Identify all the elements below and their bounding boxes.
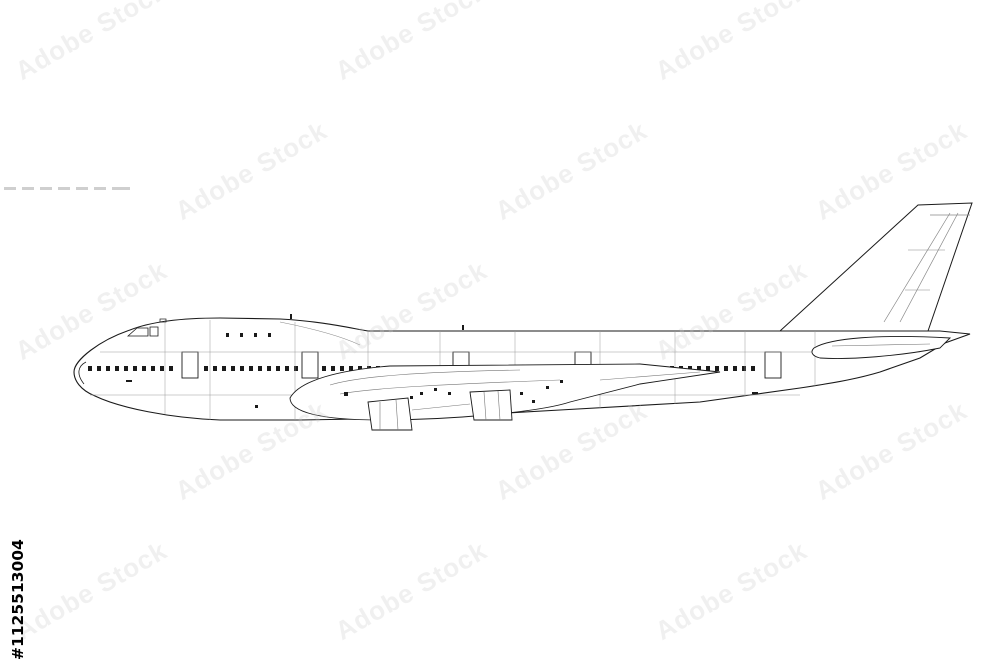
wing-details <box>344 380 563 403</box>
cabin-window <box>151 366 155 371</box>
cabin-window <box>222 366 226 371</box>
cabin-window <box>124 366 128 371</box>
cabin-window <box>142 366 146 371</box>
tail-fin <box>778 202 973 332</box>
cabin-window <box>322 366 326 371</box>
cabin-window <box>697 366 701 371</box>
cabin-window <box>249 366 253 371</box>
cabin-window <box>97 366 101 371</box>
cabin-window <box>294 366 298 371</box>
cockpit-windows <box>126 318 167 337</box>
cabin-window <box>742 366 746 371</box>
cabin-window <box>160 366 164 371</box>
cabin-window <box>240 366 244 371</box>
cabin-window <box>213 366 217 371</box>
cabin-window <box>349 366 353 371</box>
cabin-window <box>358 366 362 371</box>
cabin-window <box>169 366 173 371</box>
cabin-window <box>706 366 710 371</box>
cabin-window <box>715 366 719 371</box>
cabin-window <box>751 366 755 371</box>
stock-image-id: #1125513004 <box>9 539 27 660</box>
cabin-window <box>285 366 289 371</box>
cabin-window <box>276 366 280 371</box>
speed-lines <box>4 187 130 190</box>
cabin-window <box>88 366 92 371</box>
cabin-window <box>724 366 728 371</box>
cabin-window <box>267 366 271 371</box>
cabin-window <box>231 366 235 371</box>
cabin-window <box>115 366 119 371</box>
fuselage-marks <box>126 314 758 408</box>
cabin-window <box>688 366 692 371</box>
cabin-window <box>258 366 262 371</box>
cabin-window <box>331 366 335 371</box>
engines <box>367 389 513 431</box>
cabin-window <box>106 366 110 371</box>
horizontal-stabilizer <box>811 336 952 359</box>
cabin-window <box>133 366 137 371</box>
cabin-window <box>733 366 737 371</box>
upper-deck-windows <box>226 333 271 337</box>
cabin-window <box>204 366 208 371</box>
cabin-window <box>340 366 344 371</box>
